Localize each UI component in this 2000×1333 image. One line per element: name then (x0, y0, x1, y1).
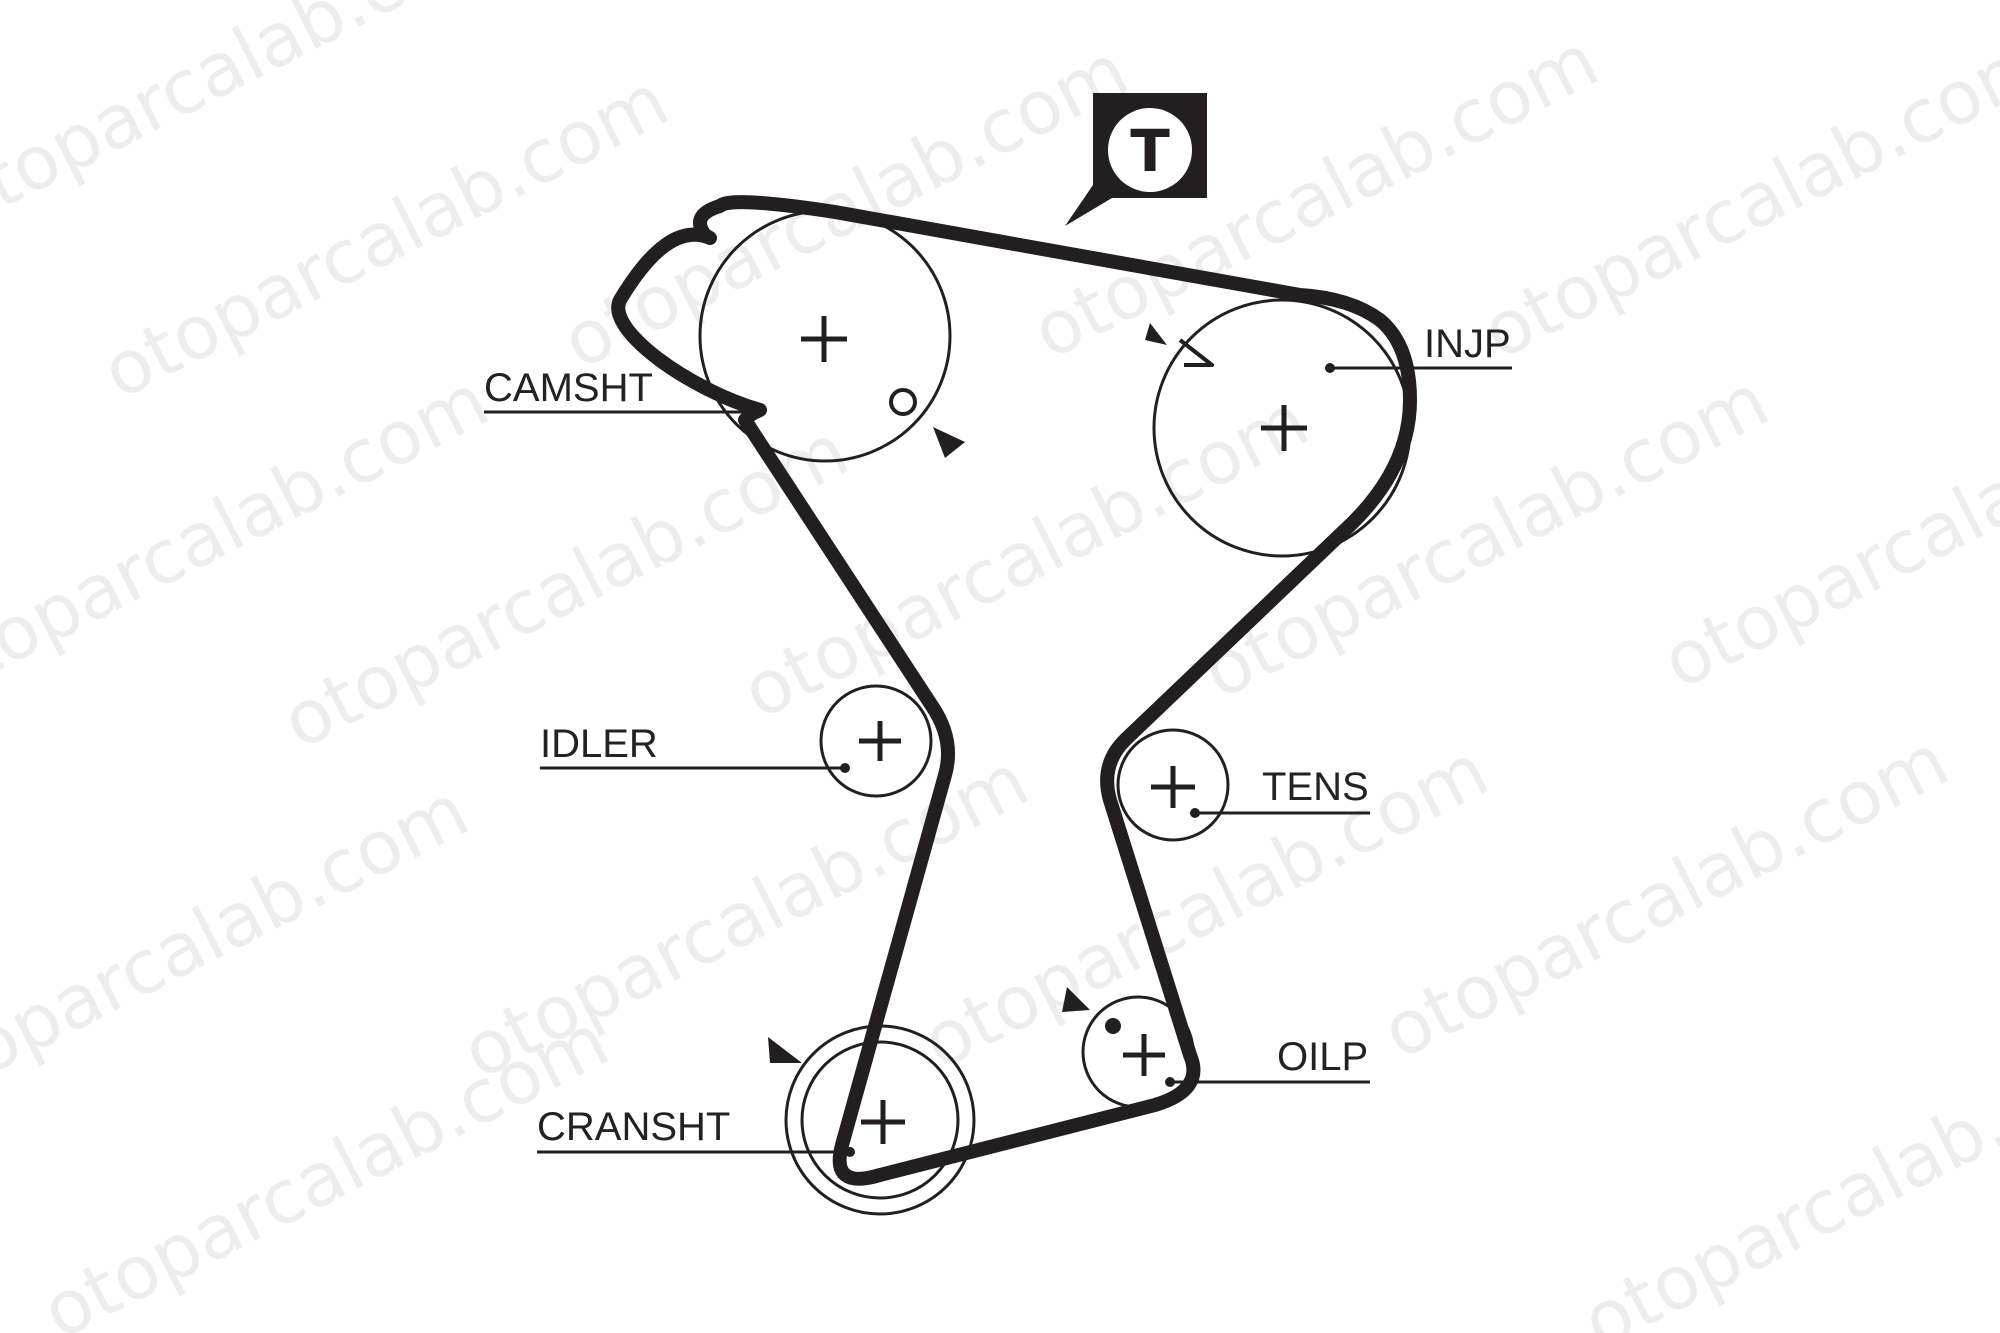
tensioner-center-icon (1151, 766, 1195, 808)
injection-pump-timing-arrow-icon (1145, 323, 1167, 345)
crankshaft-timing-arrow-icon (768, 1037, 802, 1063)
timing-belt (611, 195, 1417, 1186)
camshaft-leader-dot-icon (755, 407, 765, 417)
leader-lines (484, 366, 1512, 1154)
crankshaft-label: CRANSHT (537, 1105, 730, 1149)
injection-pump-label: INJP (1424, 322, 1511, 366)
oil-pump-timing-dot-icon (1105, 1018, 1121, 1034)
crankshaft-leader-dot-icon (845, 1147, 855, 1157)
idler-center-icon (859, 721, 901, 761)
idler-label: IDLER (540, 722, 658, 766)
camshaft-label: CAMSHT (484, 366, 653, 410)
tensioner-label: TENS (1262, 765, 1369, 809)
crankshaft-outer-ring (784, 1024, 976, 1216)
watermark: otoparcalab.com (0, 767, 482, 1126)
timing-badge-circle (1108, 108, 1192, 192)
tensioner-pulley (1116, 728, 1230, 842)
camshaft-timing-mark-icon (889, 388, 917, 416)
camshaft-pulley (698, 209, 965, 463)
idler-leader-dot-icon (840, 763, 850, 773)
leader-dots (755, 363, 1335, 1157)
crankshaft-pulley (768, 1024, 976, 1216)
tensioner-leader-dot-icon (1190, 808, 1200, 818)
watermark: otoparcalab.com (1569, 1007, 2000, 1333)
tensioner-pulley-outline (1116, 728, 1230, 842)
timing-badge-letter: T (1130, 117, 1170, 185)
oil-pump-leader-dot-icon (1165, 1077, 1175, 1087)
oil-pump-pulley-outline (1081, 995, 1195, 1109)
injection-pump-pulley (1145, 298, 1412, 558)
injection-pump-pulley-outline (1152, 298, 1412, 558)
injection-pump-leader-dot-icon (1325, 363, 1335, 373)
camshaft-pulley-outline (698, 209, 952, 463)
oil-pump-pulley (1062, 987, 1195, 1109)
camshaft-center-icon (801, 316, 847, 362)
oil-pump-label: OILP (1277, 1035, 1368, 1079)
timing-badge: T (1065, 93, 1207, 226)
injection-pump-timing-mark-icon (1178, 338, 1214, 367)
oil-pump-timing-arrow-icon (1062, 987, 1090, 1012)
camshaft-timing-arrow-icon (933, 427, 965, 458)
injection-pump-center-icon (1261, 405, 1307, 451)
watermark: otoparcalab.com (29, 997, 622, 1333)
oil-pump-center-icon (1123, 1034, 1165, 1076)
idler-pulley (819, 684, 933, 798)
crankshaft-inner-ring (800, 1040, 960, 1200)
idler-pulley-outline (819, 684, 933, 798)
crankshaft-center-icon (861, 1100, 905, 1144)
